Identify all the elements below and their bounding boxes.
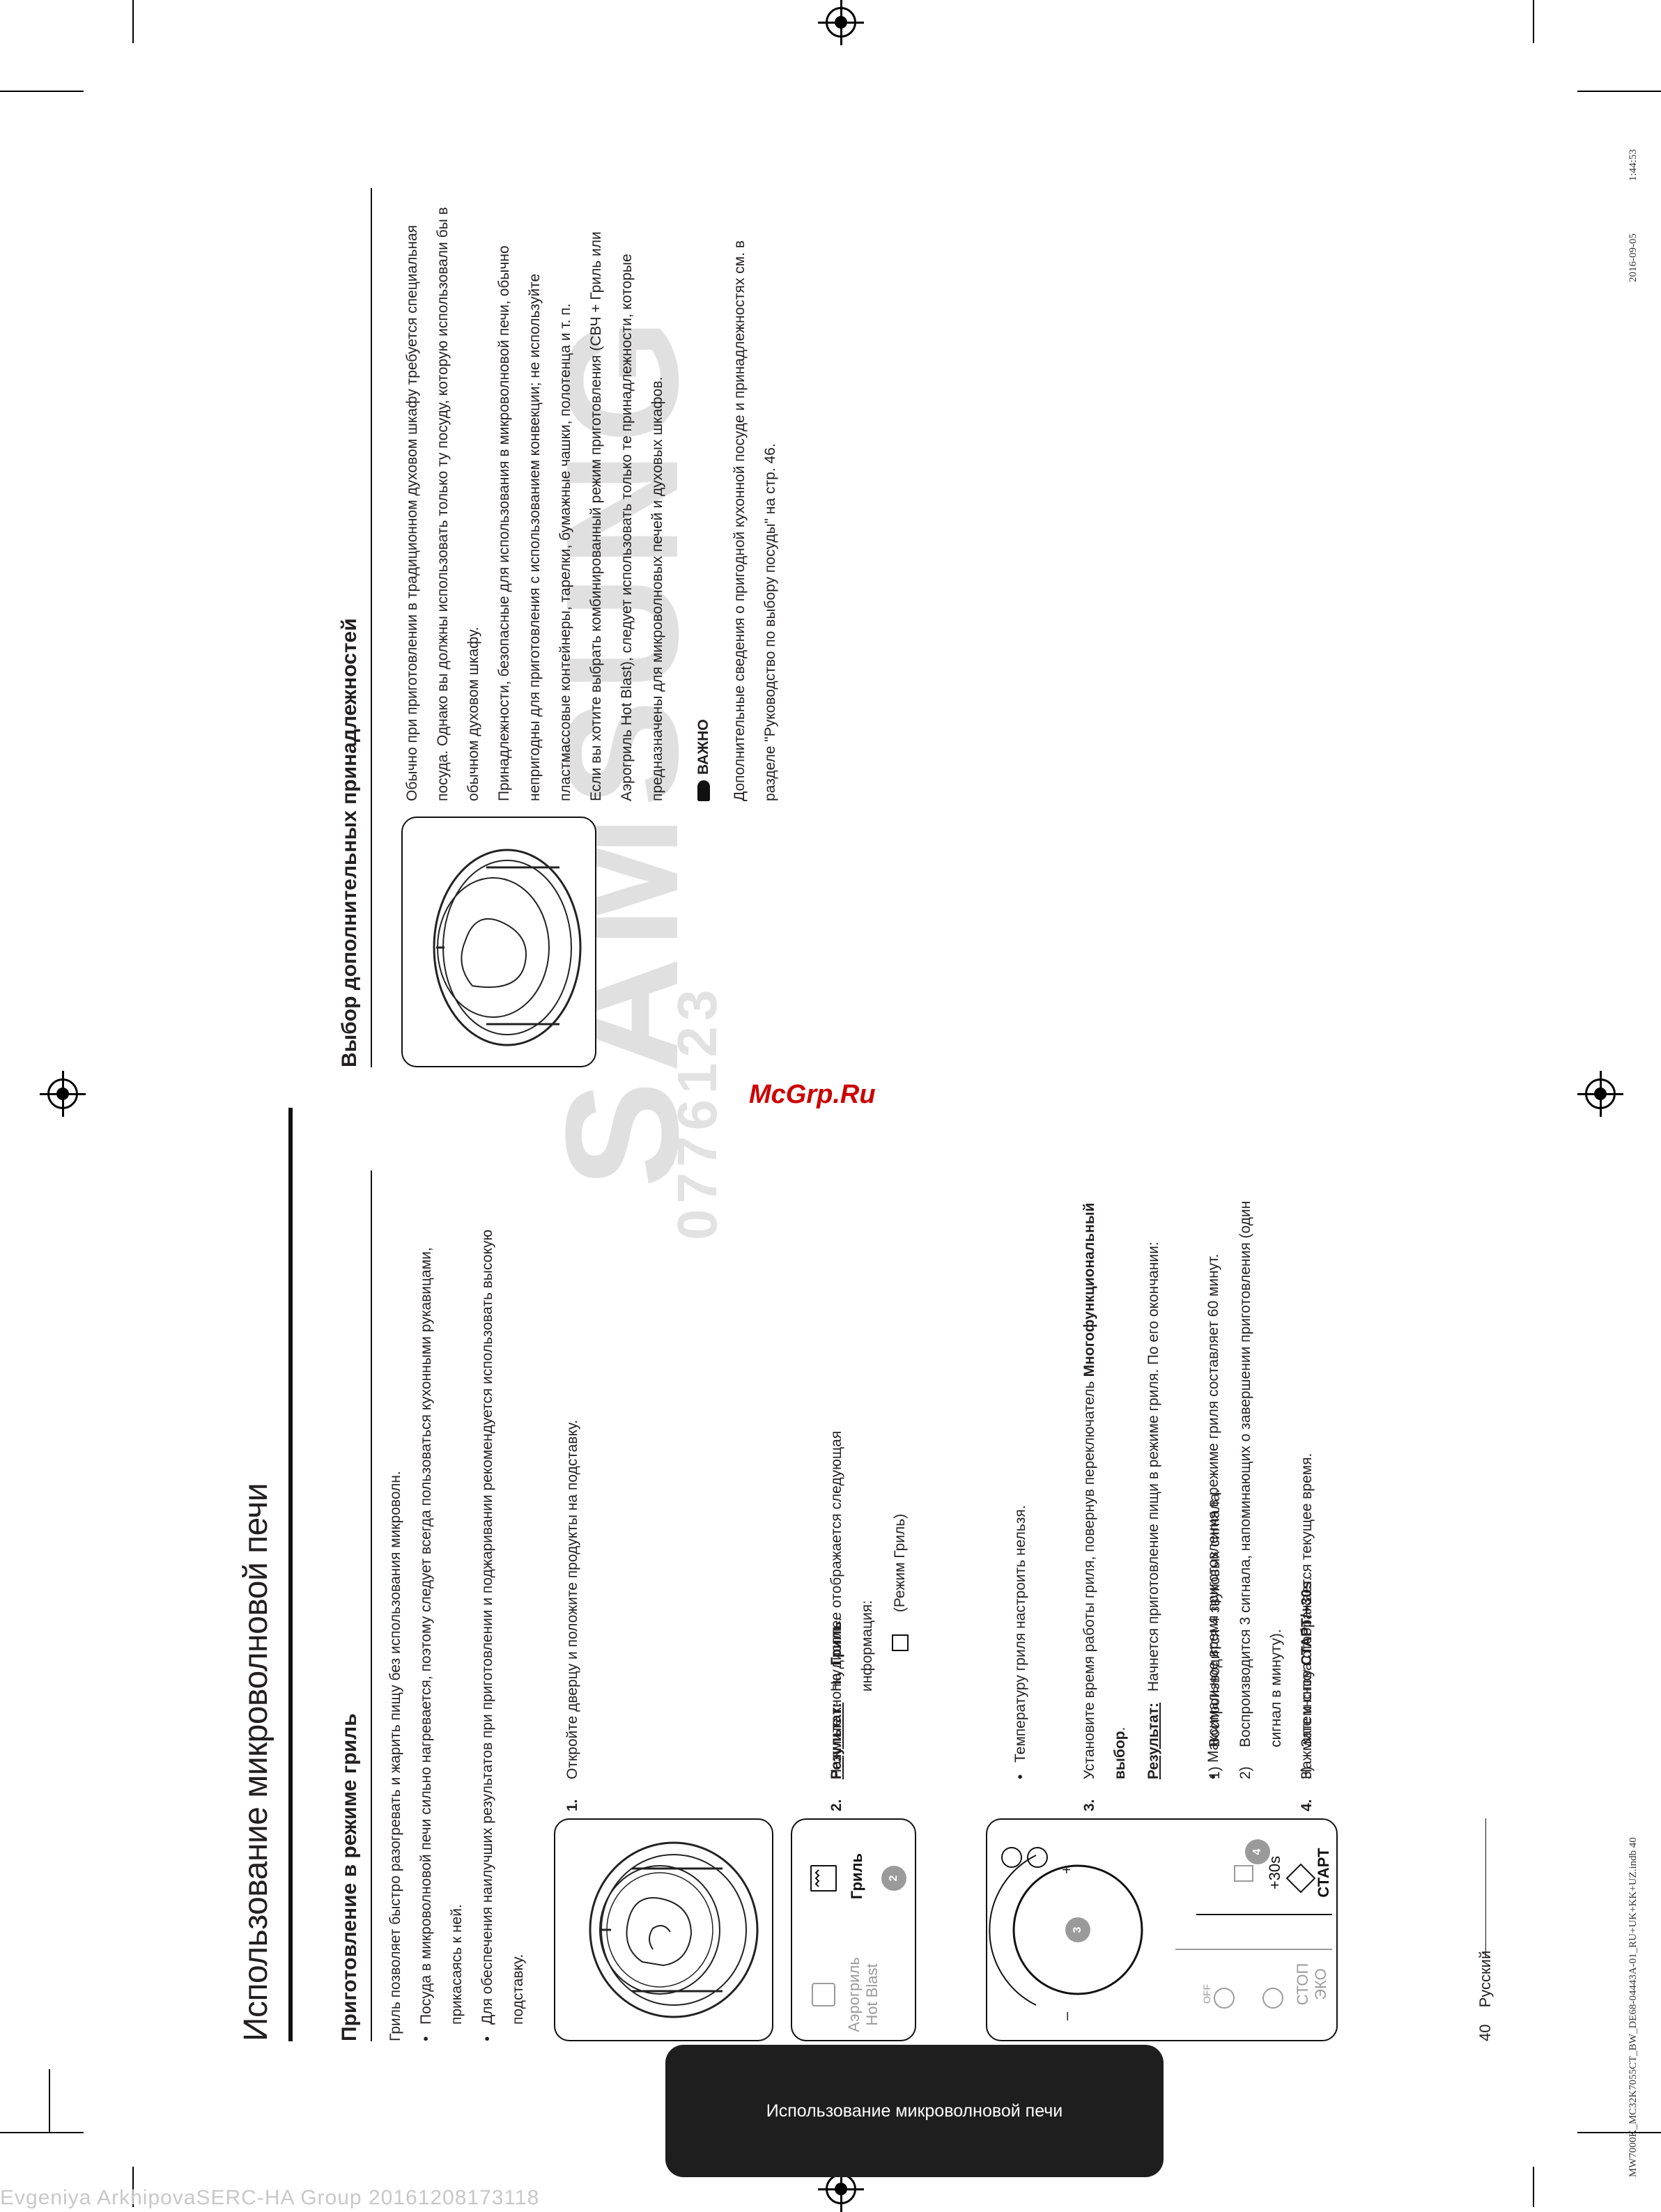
crop-mark	[49, 2069, 50, 2132]
callout-badge: 2	[881, 1866, 906, 1891]
step-number: 4.	[1299, 1799, 1315, 1811]
crop-mark	[132, 0, 134, 43]
aero-icon	[812, 1983, 835, 2006]
rack-with-food-illustration	[433, 849, 582, 1046]
important-label: ВАЖНО	[688, 195, 719, 801]
tray-figure	[554, 1818, 773, 2041]
step-4-result: Результат: Начнется приготовление пищи в…	[1138, 1166, 1169, 1779]
step-number: 2.	[828, 1799, 844, 1811]
footer-rule	[1485, 1818, 1486, 1958]
print-time: 1:44:53	[1628, 149, 1639, 181]
grill-intro-block: Гриль позволяет быстро разогревать и жар…	[380, 1170, 534, 2041]
grill-intro: Гриль позволяет быстро разогревать и жар…	[387, 1471, 403, 2041]
plus-sign: +	[1058, 1865, 1075, 1874]
grill-heading-rule	[371, 1170, 372, 2041]
step-number: 1.	[564, 1799, 580, 1811]
accessories-heading: Выбор дополнительных принадлежностей	[338, 618, 361, 1067]
page-number: 40	[1476, 2024, 1494, 2041]
start-button-label[interactable]: СТАРТ	[1315, 1848, 1332, 1898]
grill-heading: Приготовление в режиме гриль	[338, 1713, 361, 2041]
result-text: На дисплее отображается следующая информ…	[828, 1430, 875, 1692]
result-label: Результат:	[1145, 1702, 1161, 1779]
grill-mode-text: (Режим Гриль)	[892, 1513, 908, 1613]
step-text: Установите время работы гриля, повернув …	[1081, 1377, 1097, 1779]
crop-mark	[0, 91, 84, 92]
accessories-heading-rule	[371, 188, 372, 1067]
completion-list: 1)Воспроизводится 4 звуковых сигнала. 2)…	[1200, 1166, 1322, 1779]
grill-mode-display: (Режим Гриль)	[885, 1233, 916, 1651]
callout-badge: 3	[1065, 1917, 1090, 1942]
step-1: 1. Откройте дверцу и положите продукты н…	[557, 1170, 588, 1811]
callout-badge: 4	[1245, 1839, 1270, 1864]
multi-function-dial-illustration	[989, 1847, 1332, 2009]
crop-mark	[0, 2132, 84, 2133]
pointing-hand-icon	[697, 780, 711, 801]
registration-mark-icon	[818, 0, 864, 45]
site-watermark: McGrp.Ru	[749, 1080, 876, 1109]
grill-button-figure: Аэрогриль Hot Blast Гриль 2	[791, 1818, 916, 2041]
crop-mark	[132, 2167, 134, 2207]
title-rule	[288, 1108, 293, 2041]
accessories-paragraph: Принадлежности, безопасные для использов…	[496, 245, 573, 801]
list-item: 2)Воспроизводится 3 сигнала, напоминающи…	[1237, 1200, 1284, 1779]
stop-eco-label[interactable]: СТОП ЭКО	[1294, 1963, 1329, 2006]
result-text: Начнется приготовление пищи в режиме гри…	[1145, 1242, 1161, 1692]
step-3: 3. Установите время работы гриля, поверн…	[1074, 1170, 1136, 1811]
manual-page: Использование микроволновой печи Пригото…	[216, 188, 1540, 2041]
result-label: Результат:	[828, 1702, 844, 1779]
list-item: 3)Затем снова отображается текущее время…	[1299, 1453, 1315, 1779]
grill-icon	[810, 1865, 837, 1892]
crop-mark	[1577, 91, 1661, 92]
registration-mark-icon	[1577, 1071, 1623, 1117]
page-title: Использование микроволновой печи	[238, 1483, 275, 2041]
step-2-result: Результат: На дисплее отображается следу…	[821, 1166, 883, 1779]
step-number: 3.	[1081, 1799, 1097, 1811]
grill-bullet: Для обеспечения наилучших результатов пр…	[472, 1170, 534, 2041]
crop-mark	[1577, 2132, 1661, 2133]
step-text: Откройте дверцу и положите продукты на п…	[564, 1419, 580, 1779]
grill-bullet: Посуда в микроволновой печи сильно нагре…	[411, 1170, 472, 2041]
file-info: MW7000K_MC32K7055CT_BW_DE68-04443A-01_RU…	[1628, 1837, 1639, 2177]
list-item: 1)Воспроизводится 4 звуковых сигнала.	[1207, 1489, 1223, 1779]
accessories-text: Обычно при приготовлении в традиционном …	[397, 195, 786, 801]
registration-mark-icon	[818, 2166, 864, 2212]
accessories-paragraph: Если вы хотите выбрать комбинированный р…	[588, 231, 665, 801]
registration-mark-icon	[40, 1071, 86, 1117]
note-temperature: Температуру гриля настроить нельзя.	[1005, 1173, 1036, 1779]
dial-figure: – + 3 OFF СТОП ЭКО +30s СТАРТ 4	[986, 1818, 1338, 2041]
off-label: OFF	[1201, 1984, 1212, 2004]
important-text: Дополнительные сведения о пригодной кухо…	[732, 240, 778, 801]
print-date: 2016-09-05	[1628, 233, 1639, 282]
crop-mark	[1533, 2167, 1534, 2207]
accessories-figure	[401, 817, 596, 1067]
chapter-tab: Использование микроволновой печи	[665, 2045, 1164, 2177]
page-language: Русский	[1476, 1950, 1494, 2008]
crop-mark	[1533, 0, 1534, 43]
grill-mode-icon	[892, 1634, 909, 1651]
tray-with-food-illustration	[589, 1841, 759, 2018]
page-footer: 40 Русский	[1470, 1554, 1501, 2041]
grill-button-label[interactable]: Гриль	[848, 1853, 865, 1900]
bottom-watermark: Evgeniya ArkhipovaSERC-HA Group 20161208…	[0, 2186, 540, 2209]
accessories-paragraph: Обычно при приготовлении в традиционном …	[404, 207, 481, 801]
minus-sign: –	[1058, 2011, 1075, 2020]
aero-label: Аэрогриль Hot Blast	[845, 1957, 881, 2032]
